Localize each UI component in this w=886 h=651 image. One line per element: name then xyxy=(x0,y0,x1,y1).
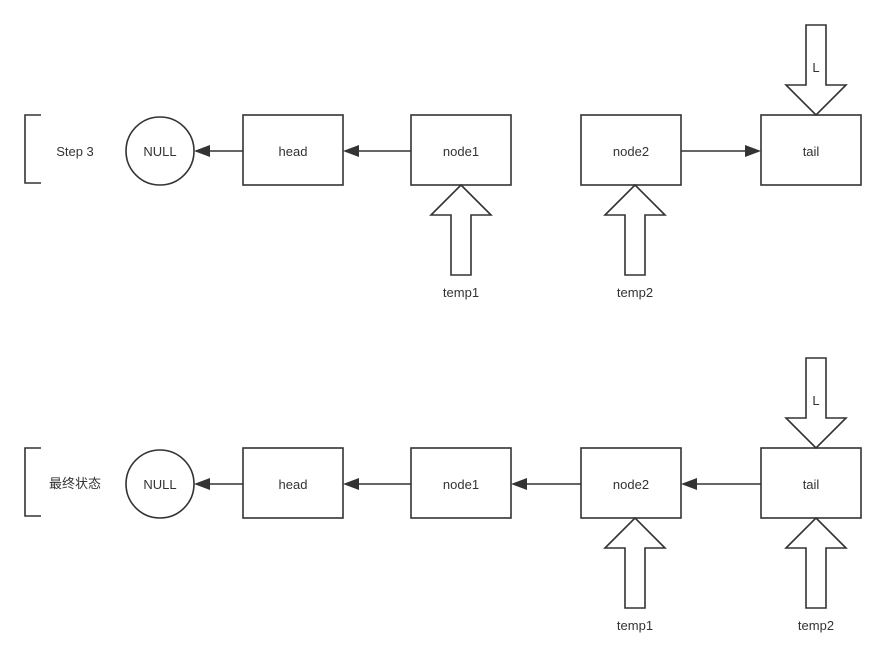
step3-tail-node xyxy=(760,114,862,186)
step3-head-node xyxy=(242,114,344,186)
step3-temp2-label: temp2 xyxy=(617,285,653,300)
final-tail-node xyxy=(760,447,862,519)
final-edge-node2-to-node1 xyxy=(511,478,581,490)
final-head-node xyxy=(242,447,344,519)
final-edge-head-to-null xyxy=(194,478,243,490)
final-temp1-label: temp1 xyxy=(617,618,653,633)
final-edge-tail-to-node2 xyxy=(681,478,761,490)
final-node1-node xyxy=(410,447,512,519)
final-node2-node xyxy=(580,447,682,519)
step3-node2-label: node2 xyxy=(613,144,649,159)
step3-temp1-pointer-arrow xyxy=(429,183,493,276)
final-temp1-pointer-arrow xyxy=(603,516,667,609)
final-list-pointer-label: L xyxy=(812,393,819,408)
step3-temp1-label: temp1 xyxy=(443,285,479,300)
final-diagram: 最终状态 NULL head node1 node2 tail xyxy=(24,357,862,633)
final-node2-label: node2 xyxy=(613,477,649,492)
step3-null-label: NULL xyxy=(143,144,176,159)
step3-list-pointer-arrow: L xyxy=(784,24,848,117)
step3-node2-node xyxy=(580,114,682,186)
final-node1-label: node1 xyxy=(443,477,479,492)
step3-edge-node2-to-tail xyxy=(681,145,761,157)
final-head-label: head xyxy=(279,477,308,492)
final-edge-node1-to-head xyxy=(343,478,411,490)
step3-edge-head-to-null xyxy=(194,145,243,157)
step3-list-pointer-label: L xyxy=(812,60,819,75)
final-temp2-label: temp2 xyxy=(798,618,834,633)
final-tail-label: tail xyxy=(803,477,820,492)
step3-edge-node1-to-head xyxy=(343,145,411,157)
final-list-pointer-arrow: L xyxy=(784,357,848,450)
step3-tail-label: tail xyxy=(803,144,820,159)
step3-diagram: Step 3 NULL head node1 node2 tail xyxy=(24,24,862,300)
step3-bracket xyxy=(24,114,41,184)
step3-node1-node xyxy=(410,114,512,186)
step3-temp2-pointer-arrow xyxy=(603,183,667,276)
step3-head-label: head xyxy=(279,144,308,159)
step3-node1-label: node1 xyxy=(443,144,479,159)
final-temp2-pointer-arrow xyxy=(784,516,848,609)
final-null-label: NULL xyxy=(143,477,176,492)
final-label: 最终状态 xyxy=(49,476,101,491)
step3-label: Step 3 xyxy=(56,144,94,159)
final-bracket xyxy=(24,447,41,517)
